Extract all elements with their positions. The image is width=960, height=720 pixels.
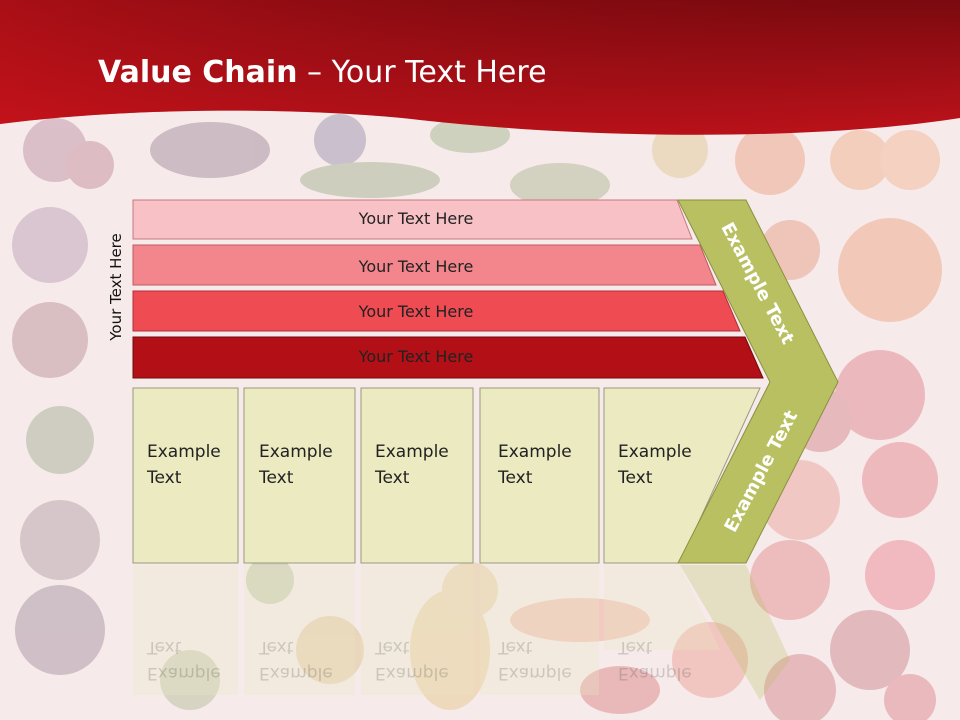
box-3-shape <box>360 387 474 564</box>
value-chevron-shape <box>677 199 839 564</box>
side-label: Your Text Here <box>107 233 125 341</box>
box-4-shape <box>479 387 600 564</box>
bar-4-shape <box>132 336 764 379</box>
bar-2-text: Your Text Here <box>358 257 474 276</box>
bar-3-text: Your Text Here <box>358 302 474 321</box>
page-title: Value Chain – Your Text Here <box>98 55 547 90</box>
bar-1-text: Your Text Here <box>358 209 474 228</box>
bar-3-shape <box>132 290 741 332</box>
bar-4-text: Your Text Here <box>358 347 474 366</box>
bar-1-shape <box>132 199 693 240</box>
bar-2-shape <box>132 244 717 286</box>
box-2-shape <box>243 387 356 564</box>
box-1-shape <box>132 387 239 564</box>
